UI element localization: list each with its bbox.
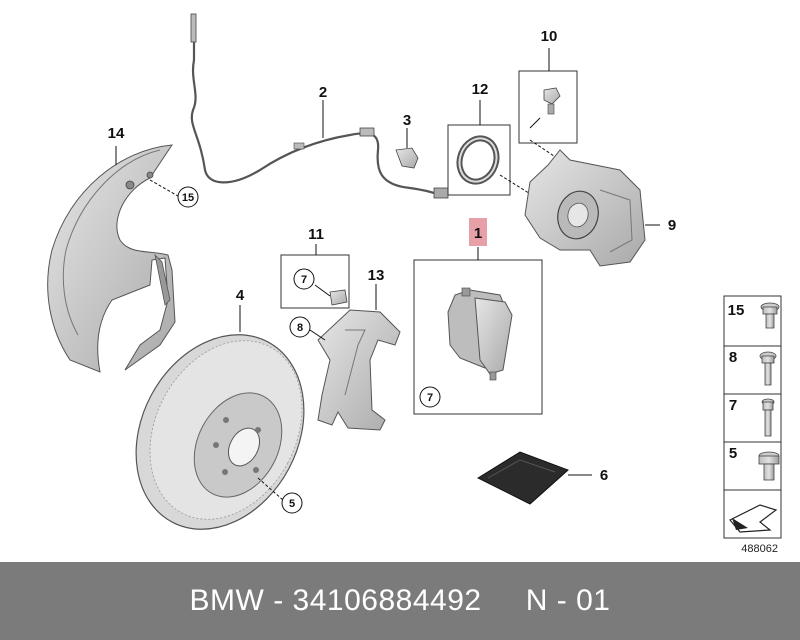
grease-sachet bbox=[476, 451, 592, 505]
caliper-carrier bbox=[309, 284, 401, 431]
callout-1: 1 bbox=[474, 225, 482, 242]
callout-3: 3 bbox=[403, 112, 411, 129]
splash-shield bbox=[47, 144, 179, 373]
sensor-clip bbox=[395, 128, 419, 169]
part-number-footer: BMW - 34106884492 N - 01 bbox=[0, 562, 800, 640]
brake-wear-sensor bbox=[190, 13, 449, 199]
footer-variant: N - 01 bbox=[481, 584, 611, 617]
circled-5: 5 bbox=[289, 498, 295, 510]
bolt-8-icon bbox=[759, 351, 777, 386]
brake-pad-set-box bbox=[413, 247, 543, 415]
bolt-7-icon bbox=[761, 398, 775, 437]
footer-brand: BMW bbox=[189, 584, 265, 617]
group-box-11 bbox=[280, 244, 350, 309]
circled-references: 15 7 8 7 5 bbox=[177, 186, 441, 514]
callout-14: 14 bbox=[108, 125, 125, 142]
brake-caliper bbox=[524, 149, 660, 267]
circled-15: 15 bbox=[182, 192, 194, 204]
footer-part-number: 34106884492 bbox=[292, 584, 482, 617]
assortment-arrow-icon bbox=[729, 504, 778, 533]
callout-11: 11 bbox=[308, 226, 324, 243]
legend-label-15: 15 bbox=[728, 302, 745, 319]
diagram-reference-number: 488062 bbox=[741, 543, 778, 555]
screw-plug-5-icon bbox=[758, 451, 780, 481]
callout-9: 9 bbox=[668, 217, 676, 234]
callout-2: 2 bbox=[319, 84, 327, 101]
brake-disc bbox=[135, 305, 305, 530]
circled-8: 8 bbox=[297, 322, 303, 334]
highlight-callout-1 bbox=[469, 218, 487, 246]
legend-label-7: 7 bbox=[729, 397, 737, 414]
brake-exploded-diagram: 1 2 3 4 6 9 10 11 12 13 14 15 7 8 7 5 15… bbox=[47, 13, 782, 555]
bolt-15-icon bbox=[760, 302, 780, 329]
callout-4: 4 bbox=[236, 287, 245, 304]
legend-label-5: 5 bbox=[729, 445, 737, 462]
legend-label-8: 8 bbox=[729, 349, 737, 366]
callout-6: 6 bbox=[600, 467, 608, 484]
callout-labels: 1 2 3 4 6 9 10 11 12 13 14 bbox=[108, 28, 677, 484]
circled-7-group11: 7 bbox=[301, 274, 307, 286]
circled-7-padbox: 7 bbox=[427, 392, 433, 404]
callout-13: 13 bbox=[368, 267, 385, 284]
fastener-legend: 15 8 7 5 bbox=[723, 295, 782, 555]
group-box-12 bbox=[447, 100, 533, 196]
callout-10: 10 bbox=[541, 28, 558, 45]
group-box-10 bbox=[518, 48, 578, 161]
callout-12: 12 bbox=[472, 81, 489, 98]
footer-separator: - bbox=[264, 584, 293, 617]
